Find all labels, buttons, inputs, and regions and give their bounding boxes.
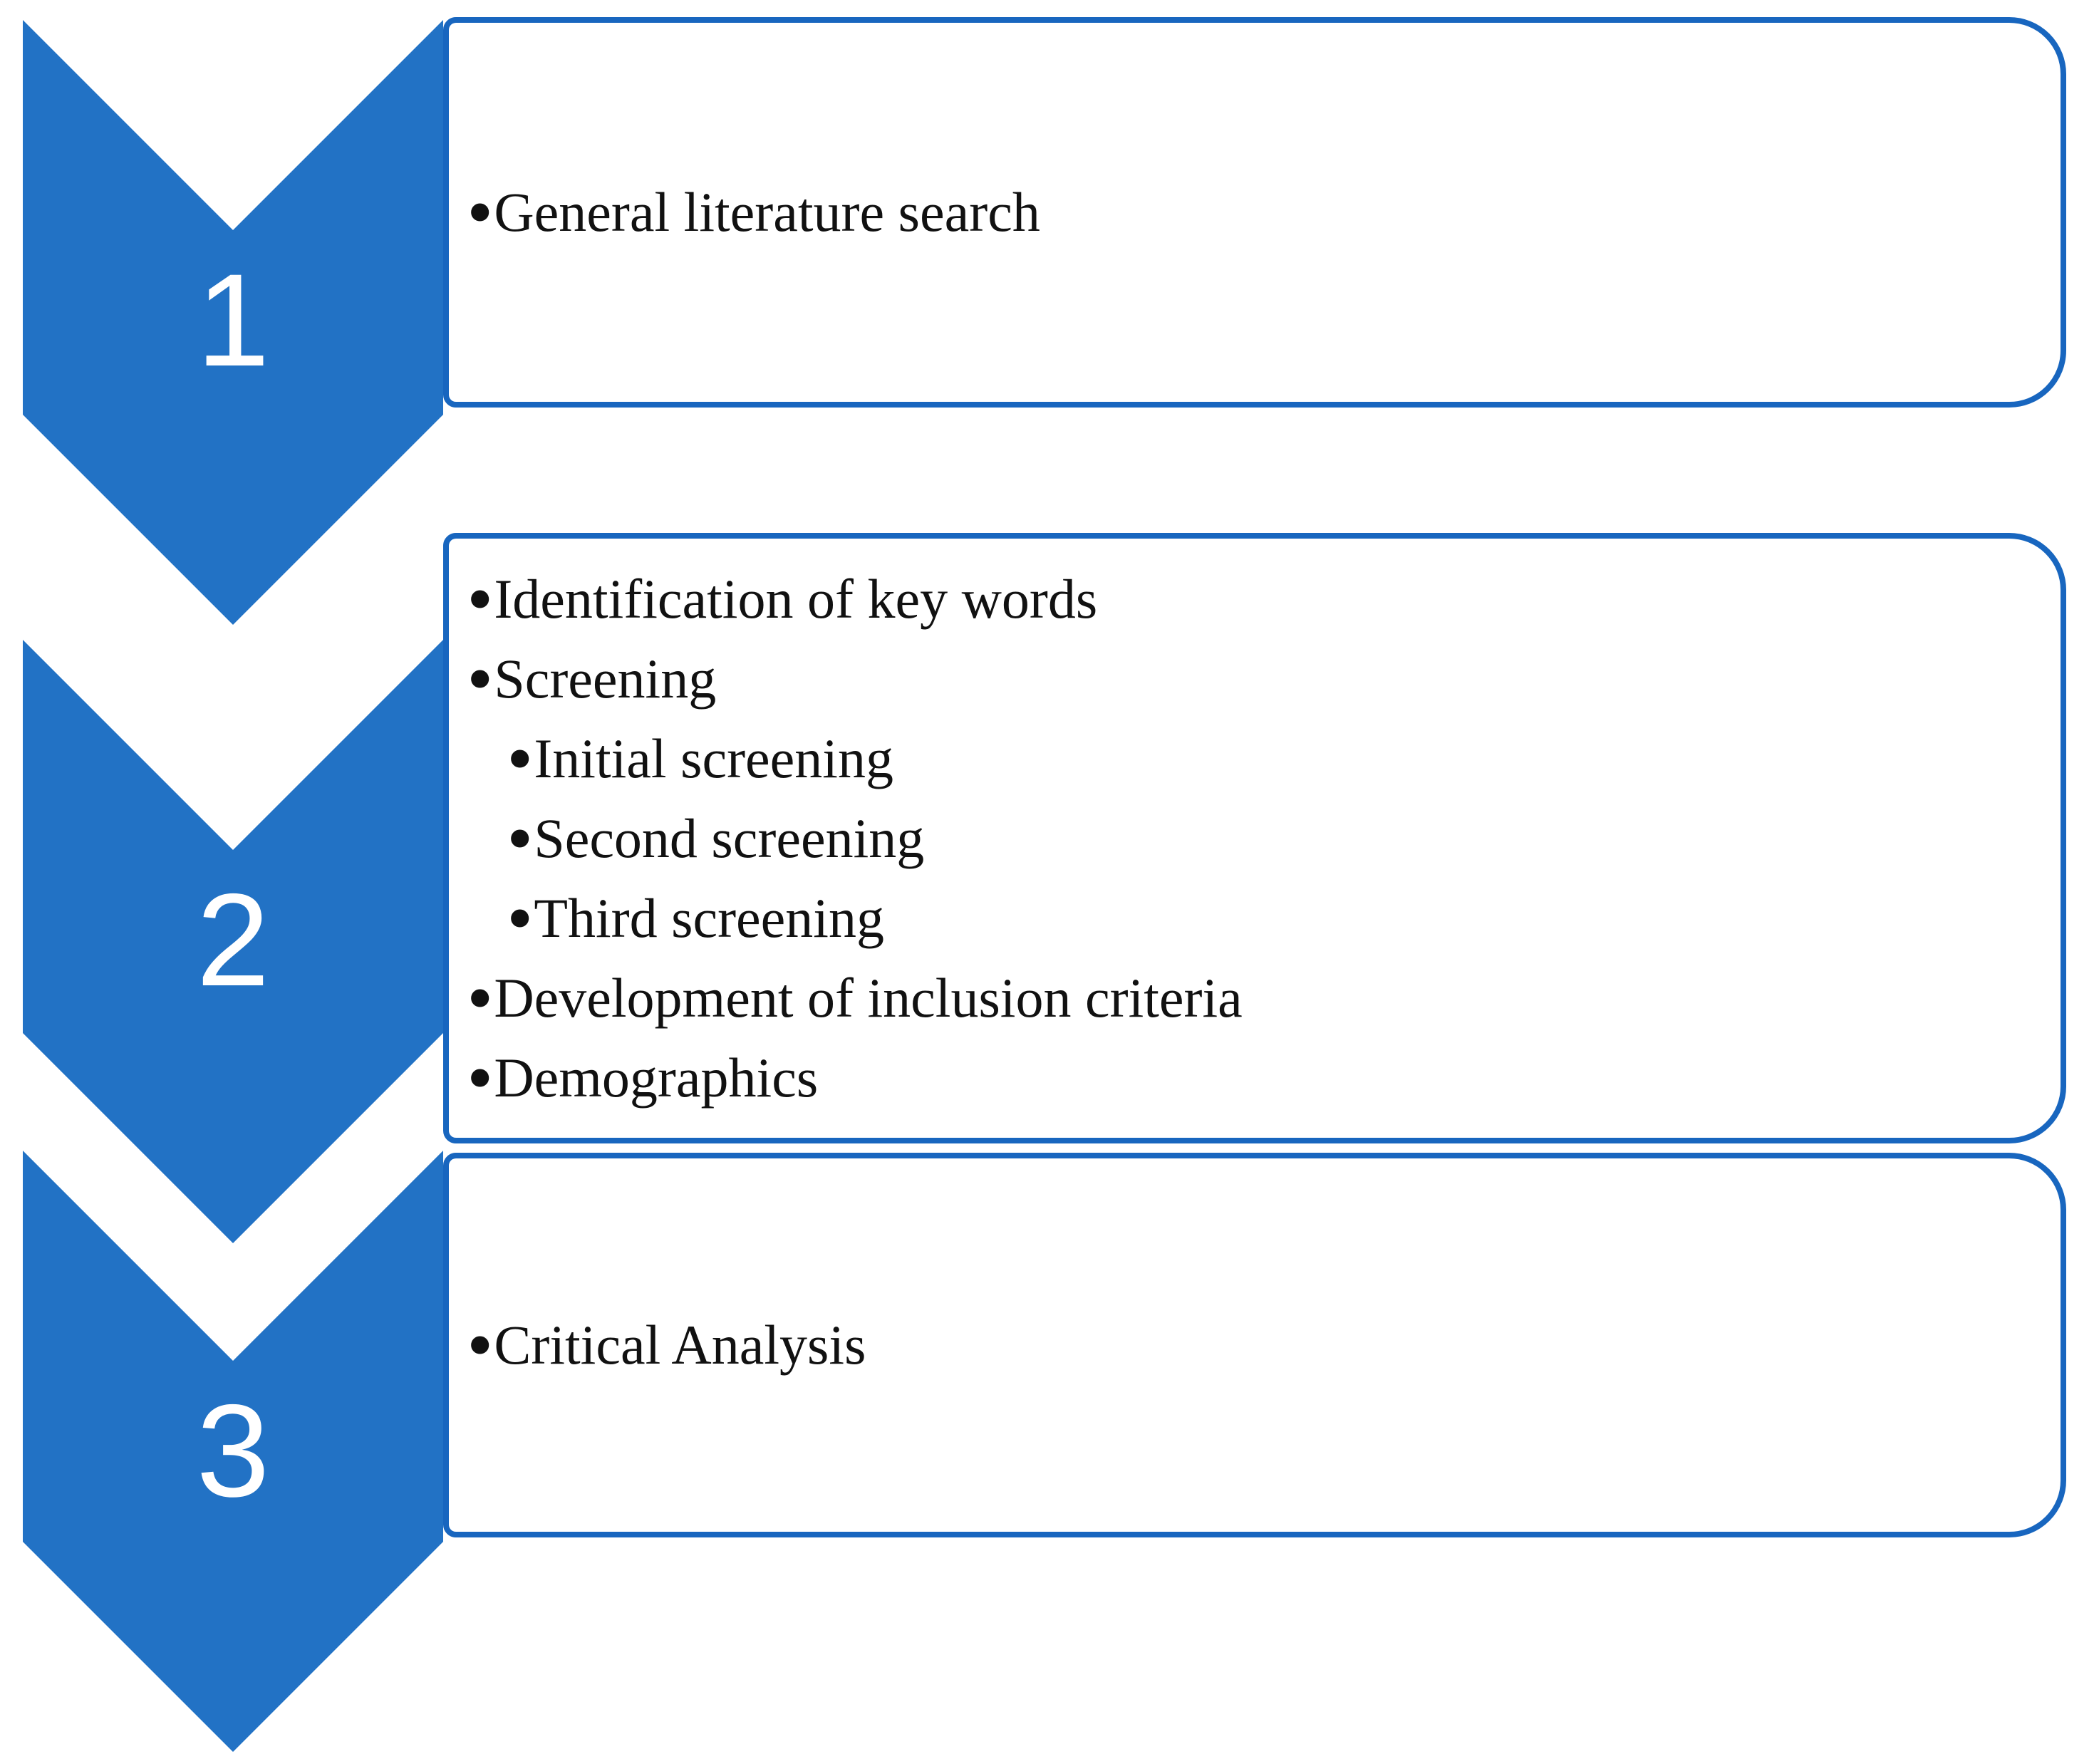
bullet-marker-icon: •: [467, 556, 494, 640]
list-item: •Identification of key words: [467, 556, 2061, 640]
step-2-number: 2: [196, 867, 270, 1014]
step-1-chevron: 1: [23, 20, 443, 625]
bullet-marker-icon: •: [467, 1035, 494, 1119]
step-1-box: •General literature search: [443, 17, 2066, 408]
list-item-text: General literature search: [494, 181, 1040, 243]
bullet-marker-icon: •: [507, 876, 534, 960]
bullet-marker-icon: •: [507, 716, 534, 800]
list-item: •Demographics: [467, 1035, 2061, 1119]
list-item-text: Identification of key words: [494, 567, 1098, 630]
list-item-text: Second screening: [534, 806, 925, 869]
bullet-marker-icon: •: [467, 955, 494, 1039]
step-3-box: •Critical Analysis: [443, 1153, 2066, 1537]
list-item-text: Demographics: [494, 1046, 819, 1109]
list-item: •Development of inclusion criteria: [467, 955, 2061, 1039]
step-2-box: •Identification of key words •Screening …: [443, 533, 2066, 1143]
list-item: •Third screening: [470, 876, 2061, 959]
list-item: •Screening: [467, 636, 2061, 720]
bullet-marker-icon: •: [467, 170, 494, 254]
step-2-chevron: 2: [23, 640, 443, 1243]
list-item: •Initial screening: [470, 716, 2061, 799]
list-item: •Second screening: [470, 796, 2061, 879]
list-item-text: Initial screening: [534, 727, 893, 789]
list-item-text: Development of inclusion criteria: [494, 966, 1243, 1029]
bullet-marker-icon: •: [467, 1302, 494, 1387]
bullet-marker-icon: •: [467, 636, 494, 720]
list-item: •General literature search: [467, 170, 2061, 254]
step-1-number: 1: [196, 247, 270, 394]
list-item-text: Critical Analysis: [494, 1314, 866, 1376]
step-3-number: 3: [196, 1378, 270, 1525]
bullet-marker-icon: •: [507, 796, 534, 880]
list-item-text: Screening: [494, 647, 717, 710]
list-item: •Critical Analysis: [467, 1303, 2061, 1386]
list-item-text: Third screening: [534, 886, 884, 949]
